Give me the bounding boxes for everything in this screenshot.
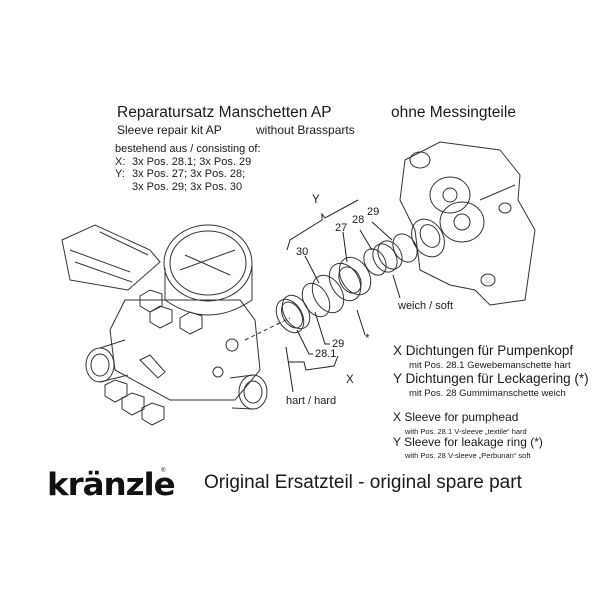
title-english-suffix: without Brassparts <box>256 123 355 137</box>
title-german-suffix: ohne Messingteile <box>391 104 516 121</box>
part-label-28-1: 28.1 <box>315 348 337 360</box>
legend-y-en-title: Y Sleeve for leakage ring (*) <box>393 435 543 449</box>
part-label-29-bottom: 29 <box>332 338 345 350</box>
group-y-label: Y <box>312 194 320 206</box>
legend-x-en-detail: with Pos. 28.1 V-sleeve „textile“ hard <box>405 427 527 436</box>
hard-label: hart / hard <box>286 395 337 407</box>
part-label-29-top: 29 <box>367 206 380 218</box>
seal-rings-drawing <box>275 218 445 334</box>
legend-y-en-detail: with Pos. 28 V-sleeve „Perbunan“ soft <box>405 451 531 460</box>
legend-x-en-title: X Sleeve for pumphead <box>393 410 519 424</box>
row-value: 3x Pos. 28.1; 3x Pos. 29 <box>132 155 252 168</box>
legend-y-de-title: Y Dichtungen für Leckagering (*) <box>393 371 589 386</box>
row-key: Y: <box>115 168 125 180</box>
soft-label: weich / soft <box>398 300 454 312</box>
pump-head-drawing <box>61 224 291 426</box>
row-key: X: <box>115 155 126 168</box>
title-german: Reparatursatz Manschetten AP <box>117 104 332 121</box>
kit-contents: bestehend aus / consisting of: X: 3x Pos… <box>115 143 261 193</box>
kit-contents-row-x: X: 3x Pos. 28.1; 3x Pos. 29 <box>115 156 261 169</box>
registered-mark: ® <box>161 468 166 474</box>
part-label-27: 27 <box>335 222 348 234</box>
original-spare-part-tagline: Original Ersatzteil - original spare par… <box>204 472 522 493</box>
kit-contents-row-y: Y: 3x Pos. 27; 3x Pos. 28; <box>115 168 261 181</box>
title-english: Sleeve repair kit AP <box>117 123 222 137</box>
row-value: 3x Pos. 29; 3x Pos. 30 <box>132 180 243 193</box>
row-value: 3x Pos. 27; 3x Pos. 28; <box>132 168 246 180</box>
leader-lines <box>285 199 401 393</box>
kit-contents-intro: bestehend aus / consisting of: <box>115 143 261 155</box>
group-x-label: X <box>346 374 354 386</box>
kranzle-logo: kränzle <box>47 467 176 503</box>
row-key <box>115 181 132 194</box>
legend-x-de-detail: mit Pos. 28.1 Gewebemanschette hart <box>409 360 571 371</box>
legend-y-de-detail: mit Pos. 28 Gummimanschette weich <box>409 388 566 399</box>
kit-contents-row-y-cont: 3x Pos. 29; 3x Pos. 30 <box>115 181 261 194</box>
part-label-30: 30 <box>296 246 309 258</box>
legend-x-de-title: X Dichtungen für Pumpenkopf <box>393 343 574 358</box>
part-label-28: 28 <box>352 214 365 226</box>
manifold-drawing <box>399 141 536 306</box>
asterisk-marker: * <box>365 333 370 345</box>
